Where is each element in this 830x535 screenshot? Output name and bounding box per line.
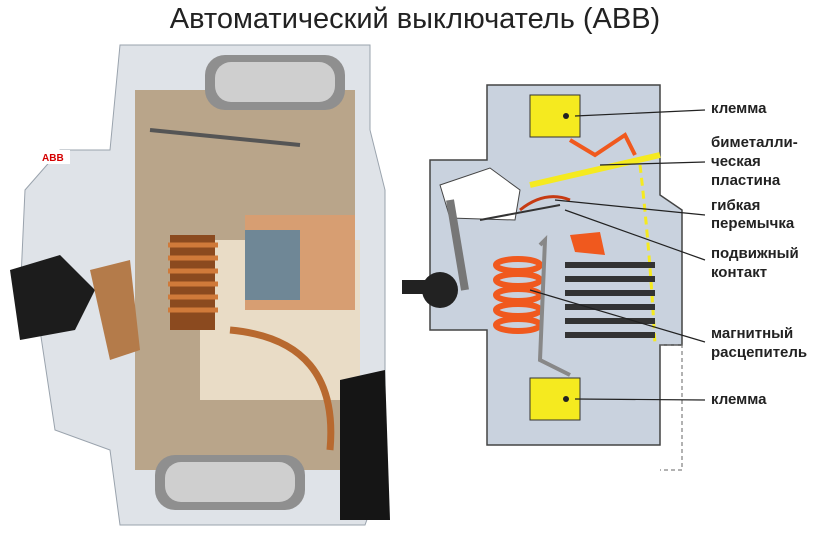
diagram-title: Автоматический выключатель (ABB) <box>169 3 661 35</box>
schematic <box>402 84 706 471</box>
toggle-lever-photo <box>10 255 95 340</box>
toggle-knob <box>422 272 458 308</box>
label-contact-line2: контакт <box>711 264 768 281</box>
label-terminal-bottom: клемма <box>711 391 767 408</box>
label-terminal-top: клемма <box>711 100 767 117</box>
terminal-top <box>529 94 581 138</box>
arc-chute-schematic <box>565 262 655 338</box>
bimetal-strip <box>529 152 661 188</box>
abb-logo-text: ABB <box>42 153 64 164</box>
label-bimetal-line2: ческая <box>711 153 761 170</box>
label-contact-line1: подвижный <box>711 245 799 262</box>
cutaway-breaker: ABB <box>10 44 390 526</box>
arc-chute <box>245 230 300 300</box>
leader-lines <box>529 109 706 401</box>
label-bimetal-line1: биметалли- <box>711 134 798 151</box>
magnetic-coil <box>493 256 543 334</box>
label-bimetal-line3: пластина <box>711 172 781 189</box>
abb-logo <box>40 150 70 164</box>
label-magnetic-line1: магнитный <box>711 325 794 342</box>
label-flex-line1: гибкая <box>711 197 761 214</box>
terminal-bottom <box>529 377 581 421</box>
label-flex-line2: перемычка <box>711 215 795 232</box>
label-magnetic-line2: расцепитель <box>711 344 808 361</box>
